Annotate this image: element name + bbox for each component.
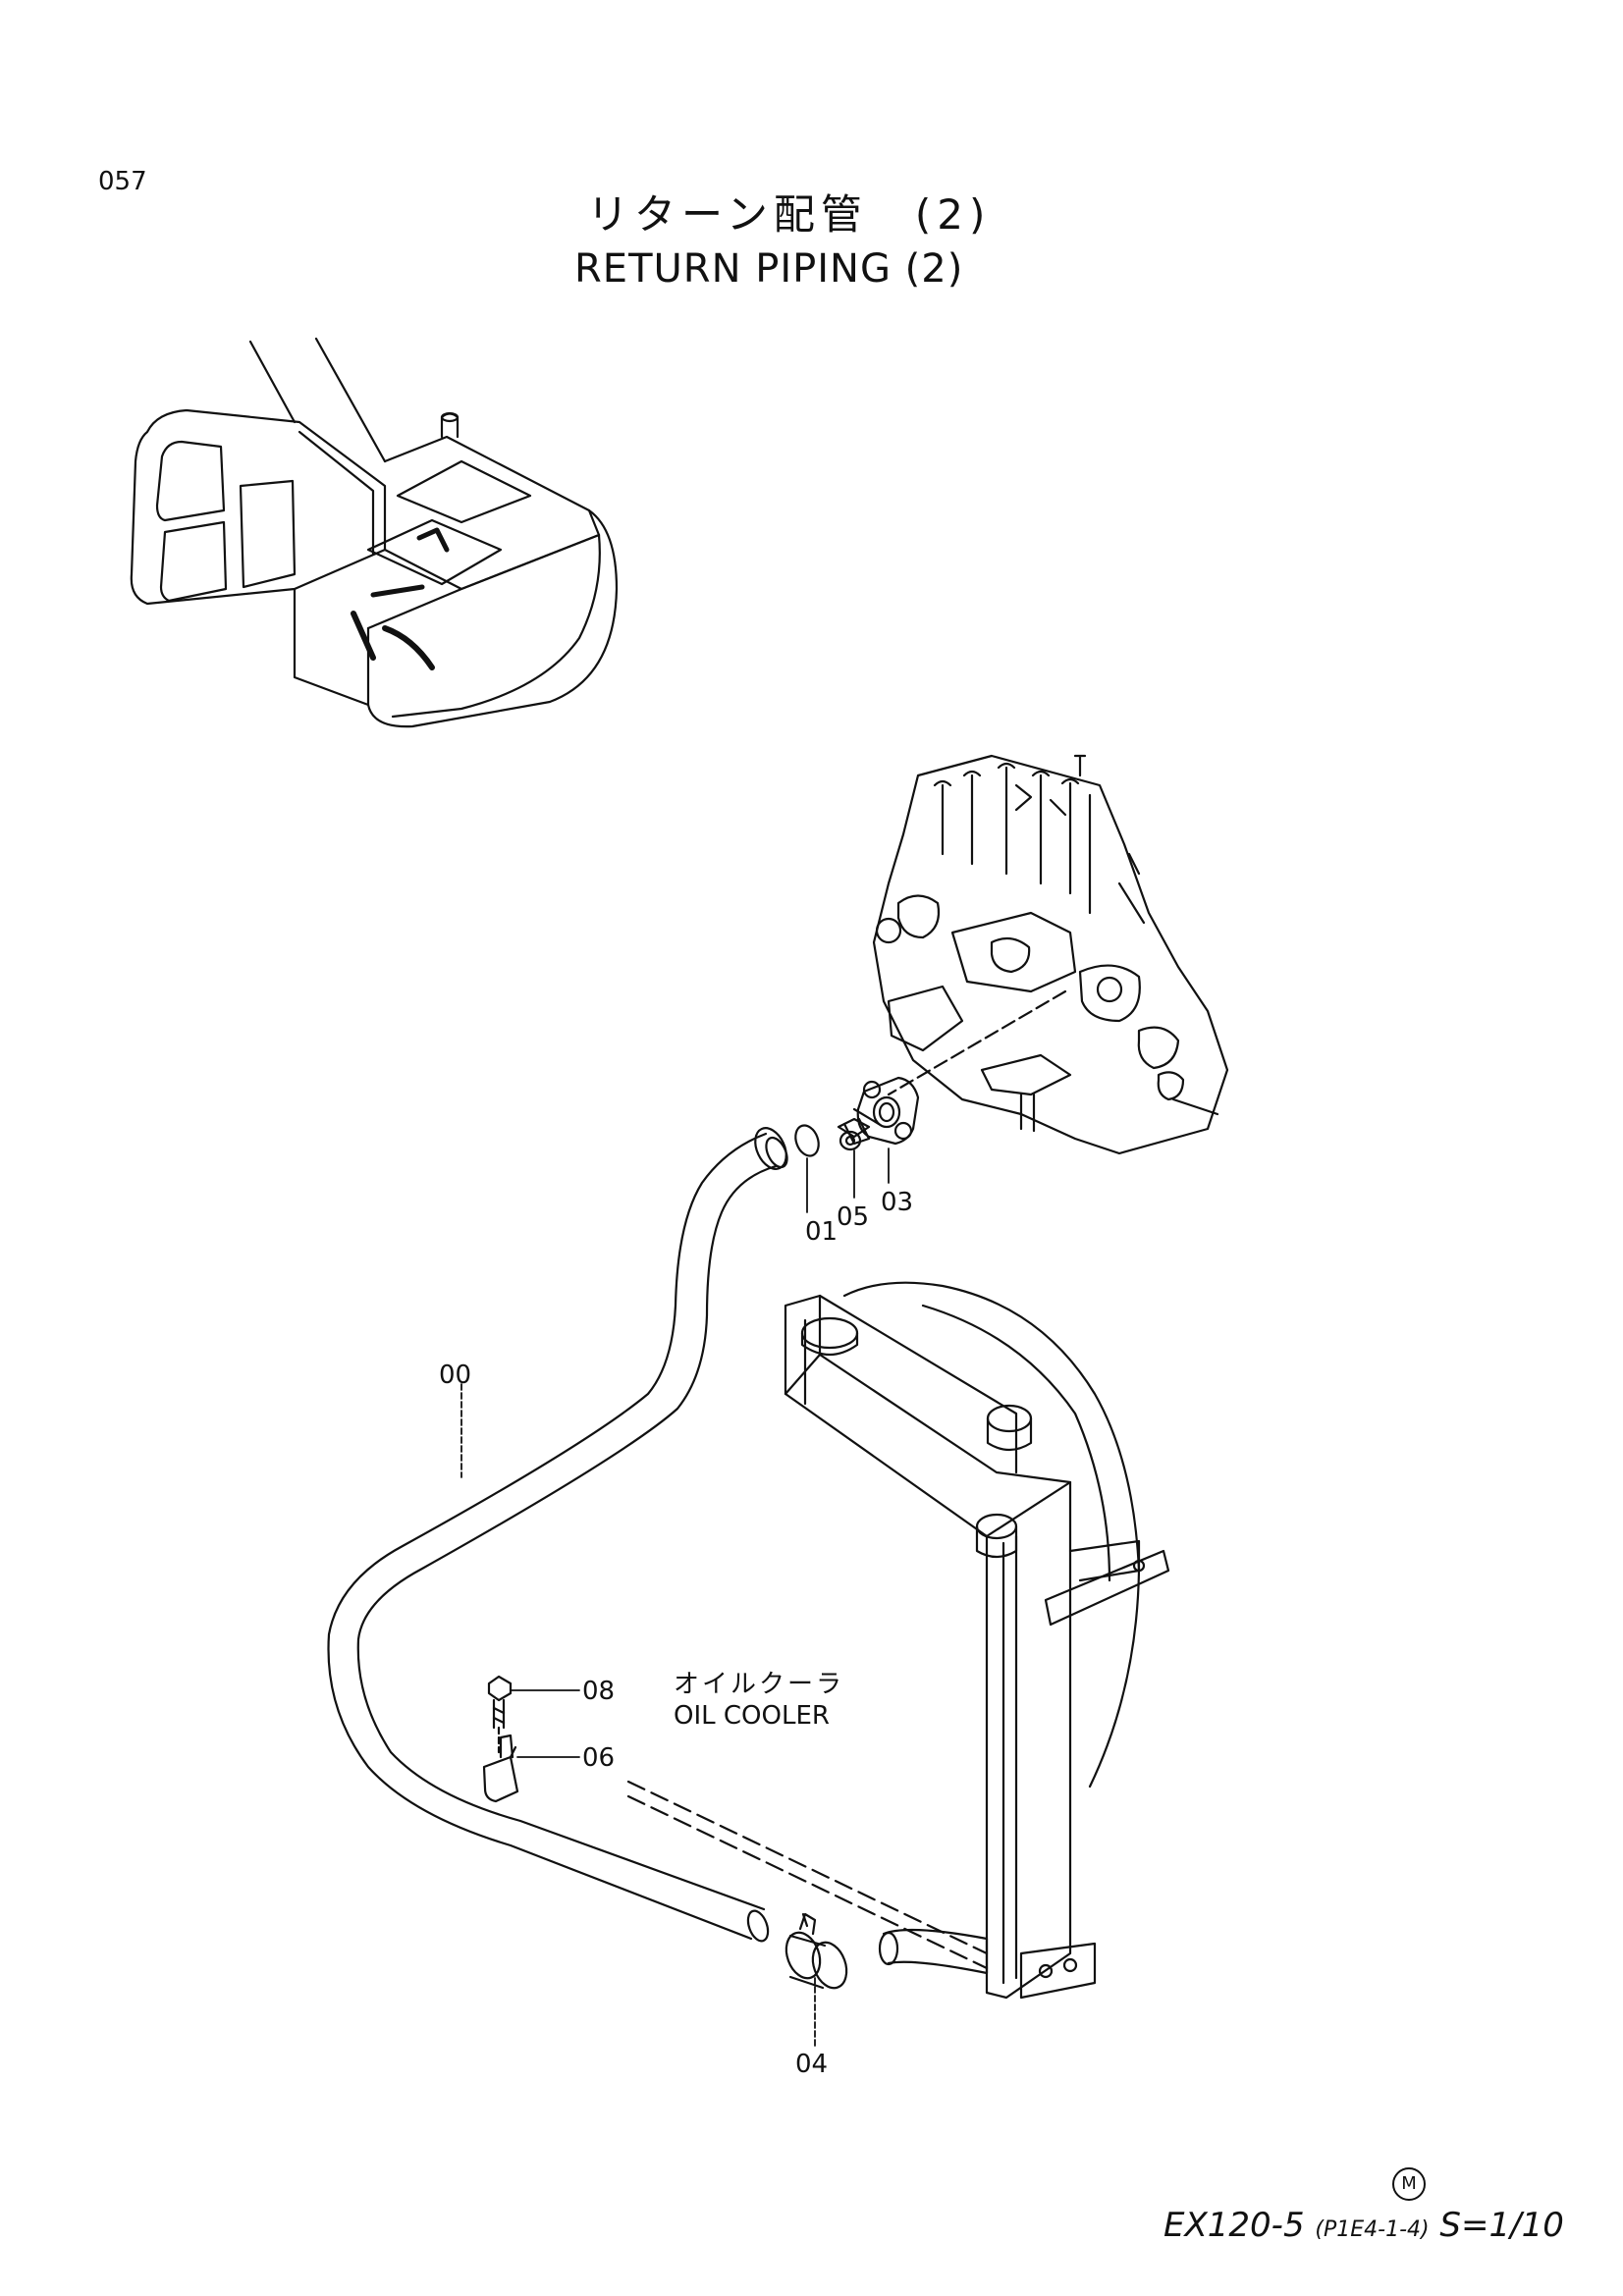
oil-cooler-label-english: OIL COOLER	[674, 1701, 830, 1731]
callout-00: 00	[439, 1361, 472, 1390]
hose-clamp-part-04	[784, 1912, 848, 1990]
title-japanese: リターン配管 (2)	[587, 190, 992, 239]
footer-ref: (P1E4-1-4)	[1315, 2217, 1430, 2242]
title-english: RETURN PIPING (2)	[574, 246, 964, 292]
callout-06: 06	[582, 1743, 616, 1773]
footer-model-reference: EX120-5 (P1E4-1-4) S=1/10	[1163, 2209, 1564, 2242]
callout-03: 03	[881, 1188, 914, 1217]
return-pipe-part-00	[327, 1127, 788, 1943]
callout-04: 04	[795, 2050, 829, 2079]
oil-cooler-illustration	[626, 1281, 1170, 2000]
bolt-part-05	[837, 1117, 871, 1151]
page-number: 057	[98, 167, 147, 196]
callout-08: 08	[582, 1677, 616, 1706]
control-valve-illustration	[872, 754, 1229, 1155]
bolt-part-08	[487, 1675, 513, 1754]
leader-lines	[460, 1148, 890, 2048]
o-ring-part-01	[794, 1124, 820, 1157]
footer-scale: S=1/10	[1439, 2206, 1564, 2245]
bracket-part-06	[482, 1734, 519, 1803]
callout-01: 01	[805, 1217, 839, 1247]
oil-cooler-label-japanese: オイルクーラ	[674, 1670, 845, 1699]
flange-part-03	[852, 1076, 920, 1146]
assembly-line	[887, 989, 1067, 1096]
footer-model: EX120-5	[1163, 2206, 1305, 2245]
excavator-overview-illustration	[130, 337, 619, 728]
callout-05: 05	[837, 1202, 870, 1232]
circled-m-mark: M	[1392, 2167, 1426, 2201]
